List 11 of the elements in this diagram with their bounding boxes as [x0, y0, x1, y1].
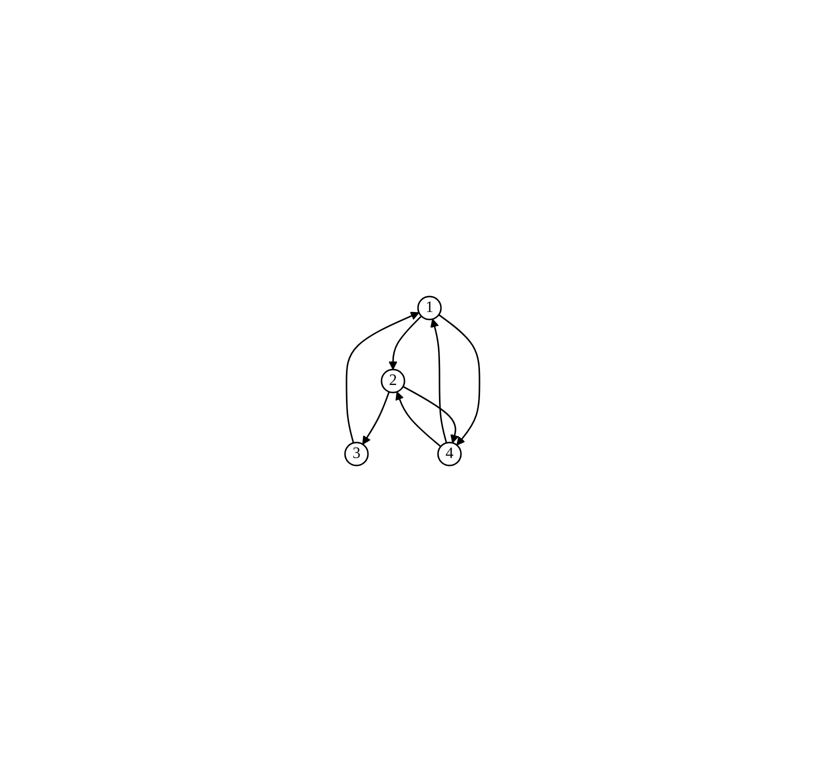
arrow: [430, 318, 448, 444]
arrow: [362, 392, 390, 445]
node-circle: 3: [344, 442, 369, 466]
arrow: [402, 386, 460, 444]
node-circle: 1: [418, 296, 442, 320]
arrow: [396, 391, 442, 448]
node-circle: 2: [381, 368, 406, 394]
node-circle: 4: [438, 442, 462, 466]
arrow: [346, 312, 420, 444]
arrow: [438, 314, 480, 446]
arrow: [388, 316, 422, 370]
